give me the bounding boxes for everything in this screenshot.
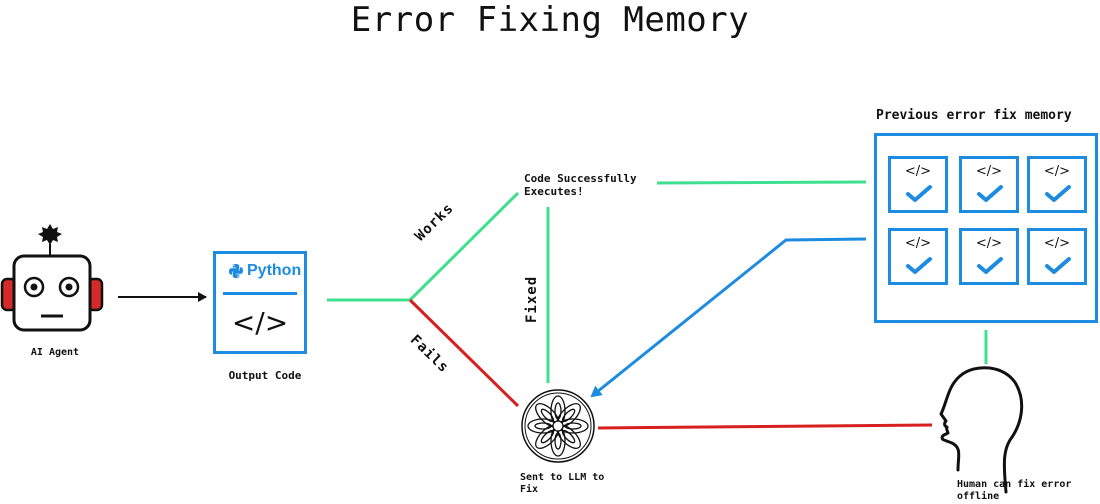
- llm-label: Sent to LLM to Fix: [520, 472, 605, 495]
- checkmark-icon: [1045, 185, 1071, 202]
- memory-cell: </>: [888, 156, 948, 213]
- memory-cell: </>: [1027, 156, 1087, 213]
- robot-icon: [0, 224, 104, 332]
- human-head-icon: [939, 366, 1024, 494]
- checkmark-icon: [1045, 257, 1071, 274]
- code-icon: </>: [975, 164, 1003, 179]
- code-icon: </>: [904, 236, 932, 251]
- works-line: [408, 191, 520, 302]
- python-label: Python: [247, 262, 302, 279]
- fails-line: [408, 298, 520, 408]
- code-icon: </>: [975, 236, 1003, 251]
- llm-rosette-icon: [521, 389, 595, 463]
- code-icon: </>: [904, 164, 932, 179]
- memory-cell: </>: [1027, 228, 1087, 285]
- python-logo: Python: [228, 261, 308, 281]
- human-label: Human can fix error offline: [957, 479, 1072, 502]
- success-label: Code Successfully Executes!: [524, 172, 637, 198]
- checkmark-icon: [906, 257, 932, 274]
- code-icon: </>: [1043, 236, 1071, 251]
- code-box-divider: [223, 292, 297, 295]
- checkmark-icon: [977, 185, 1003, 202]
- page-title: Error Fixing Memory: [350, 0, 750, 40]
- checkmark-icon: [906, 185, 932, 202]
- python-logo-icon: [229, 264, 243, 278]
- agent-label: AI Agent: [30, 347, 80, 358]
- memory-label: Previous error fix memory: [876, 108, 1072, 123]
- memory-to-llm-arrow: [590, 237, 867, 398]
- memory-cell: </>: [959, 156, 1019, 213]
- memory-panel: </> </> </> </> </> </>: [874, 133, 1098, 323]
- output-code-label: Output Code: [228, 369, 302, 382]
- checkmark-icon: [977, 257, 1003, 274]
- success-to-memory-line: [656, 180, 867, 185]
- llm-to-human-line: [597, 423, 933, 430]
- code-icon: </>: [1043, 164, 1071, 179]
- code-icon: </>: [231, 306, 289, 339]
- memory-cell: </>: [888, 228, 948, 285]
- fixed-label: Fixed: [524, 275, 540, 323]
- output-code-box: Python </>: [213, 251, 307, 354]
- memory-cell: </>: [959, 228, 1019, 285]
